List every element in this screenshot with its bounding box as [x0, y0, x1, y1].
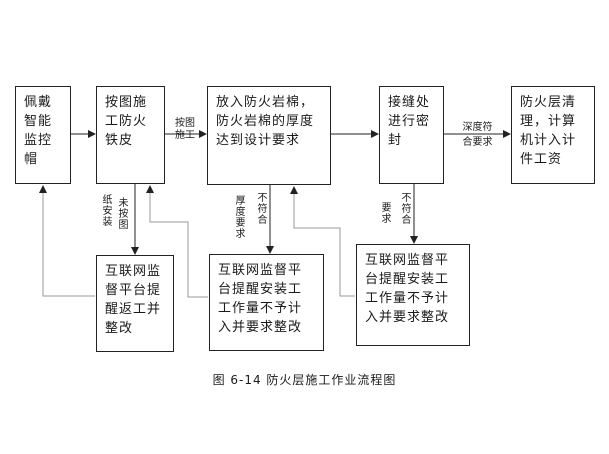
return-check2-to-step2	[146, 185, 208, 298]
step-cleanup-and-wage: 防火层清 理，计算 机计入计 件工资	[511, 86, 595, 184]
label-not-per-drawing-a: 未按图	[118, 198, 129, 231]
step-install-fire-iron-sheet: 按图施 工防火 铁皮	[96, 86, 165, 184]
return-check3-to-step3	[290, 186, 355, 297]
check-thickness-notice: 互联网监督平 台提醒安装工 工作量不予计 入并要求整改	[209, 254, 324, 351]
check-seal-notice: 互联网监督平 台提醒安装工 工作量不予计 入并要求整改	[356, 244, 470, 346]
label-build-per-drawing: 按图 施工	[175, 118, 195, 141]
return-check1-to-step1	[39, 185, 95, 297]
label-seal-fail-b: 要求	[381, 203, 392, 225]
step-place-rock-wool: 放入防火岩棉， 防火岩棉的厚度 达到设计要求	[207, 86, 331, 185]
step-wear-smart-helmet: 佩戴 智能 监控 帽	[15, 86, 71, 184]
label-seal-fail-a: 不符合	[401, 193, 412, 226]
label-not-per-drawing-b: 纸安装	[102, 195, 113, 228]
label-thickness-fail-a: 不符合	[257, 193, 268, 226]
label-thickness-fail-b: 厚度要求	[235, 196, 246, 240]
step-seal-joints: 接缝处 进行密 封	[379, 86, 444, 184]
check-rework-notice: 互联网监 督平台提 醒返工并 整改	[96, 255, 174, 352]
figure-caption: 图 6-14 防火层施工作业流程图	[212, 373, 397, 387]
label-depth-meets-requirement: 深度符 合要求	[462, 122, 493, 148]
